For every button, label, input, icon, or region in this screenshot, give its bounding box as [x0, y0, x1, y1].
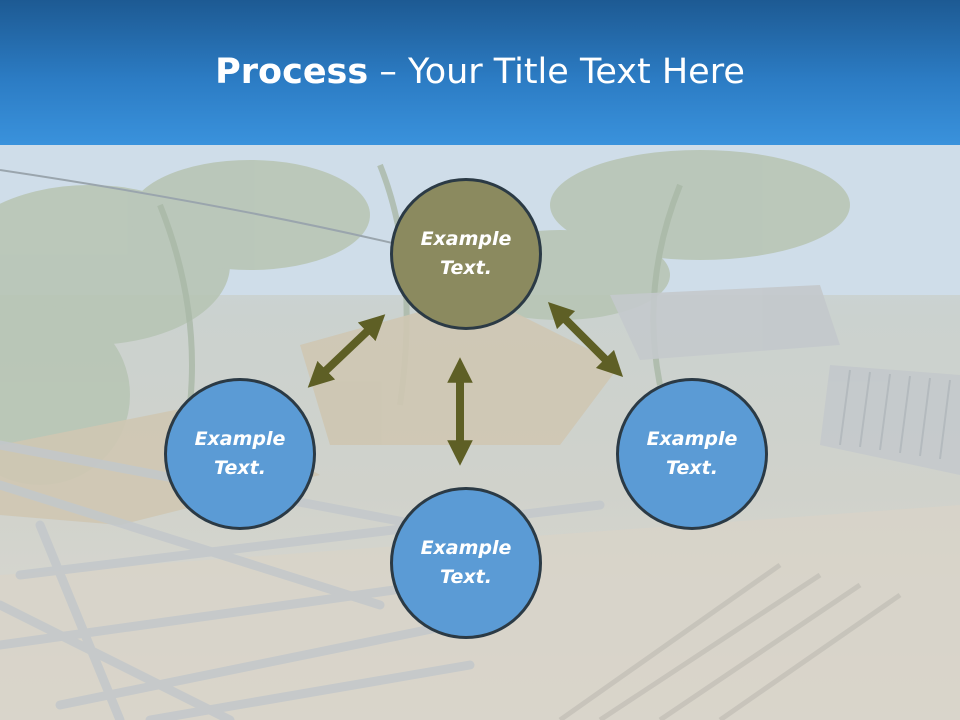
center-node-label: Example Text.: [420, 228, 512, 279]
title-bar: Process – Your Title Text Here: [0, 0, 960, 145]
right-node-label: Example Text.: [646, 428, 738, 479]
arrow-center-left: [307, 314, 386, 388]
left-node: Example Text.: [164, 378, 316, 530]
center-node: Example Text.: [390, 178, 542, 330]
title-bold: Process: [215, 52, 369, 92]
slide-title: Process – Your Title Text Here: [0, 52, 960, 92]
title-rest: – Your Title Text Here: [368, 52, 745, 92]
bottom-node-label: Example Text.: [420, 537, 512, 588]
arrow-center-right: [547, 301, 624, 378]
left-node-label: Example Text.: [194, 428, 286, 479]
bottom-node: Example Text.: [390, 487, 542, 639]
right-node: Example Text.: [616, 378, 768, 530]
